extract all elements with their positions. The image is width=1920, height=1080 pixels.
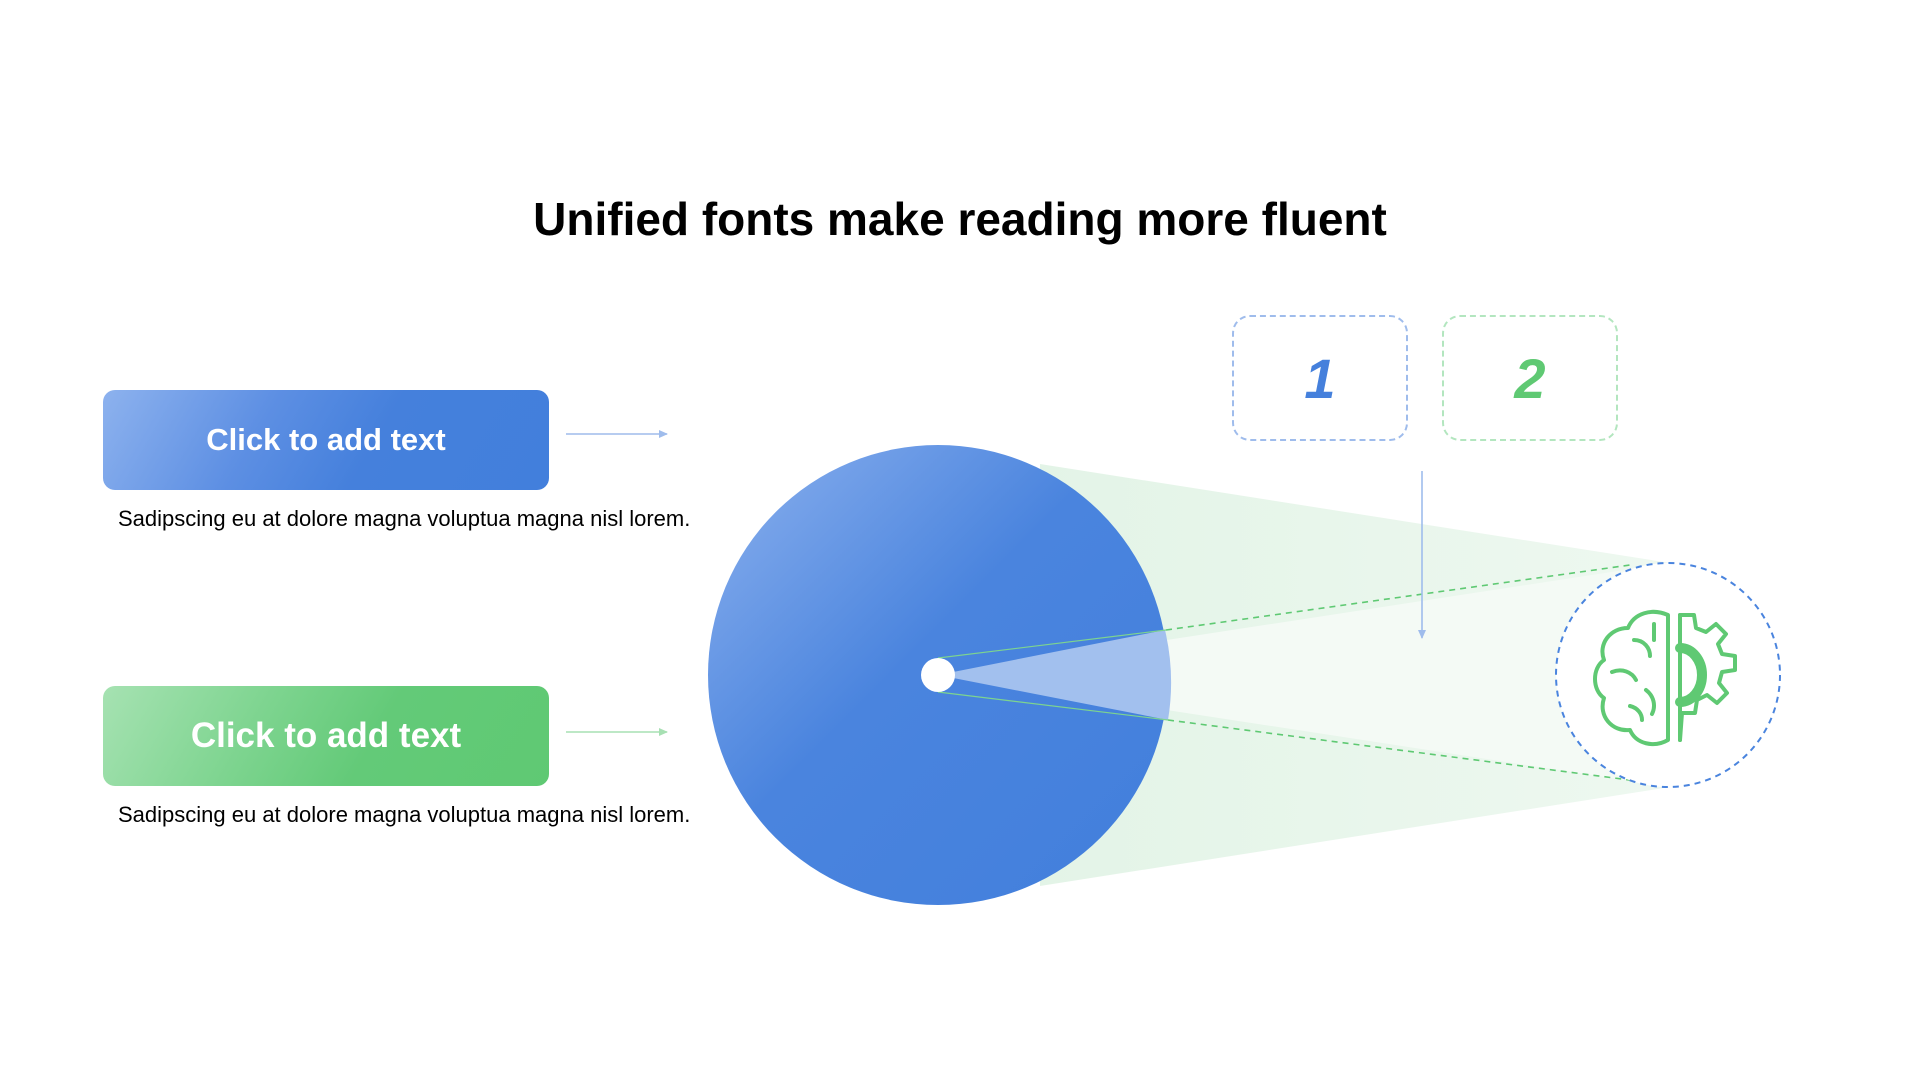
text-box-2[interactable]: Click to add text xyxy=(103,686,549,786)
edge-line-top xyxy=(937,629,1167,659)
dashed-line-top xyxy=(1165,564,1631,631)
inner-beam xyxy=(938,563,1670,787)
text-box-2-label: Click to add text xyxy=(190,716,462,755)
highlight-slice xyxy=(938,630,1172,720)
description-1[interactable]: Sadipscing eu at dolore magna voluptua m… xyxy=(118,506,691,531)
text-box-1[interactable]: Click to add text xyxy=(103,390,549,490)
dashed-line-bottom xyxy=(1167,719,1669,786)
brain-gear-icon xyxy=(1593,609,1737,747)
badge-1[interactable]: 1 xyxy=(1232,315,1408,441)
description-2[interactable]: Sadipscing eu at dolore magna voluptua m… xyxy=(118,802,691,827)
center-dot xyxy=(921,658,955,692)
badge-2[interactable]: 2 xyxy=(1442,315,1618,441)
edge-line-bottom xyxy=(937,691,1169,721)
text-box-1-label: Click to add text xyxy=(206,422,446,457)
slide-title[interactable]: Unified fonts make reading more fluent xyxy=(533,193,1387,245)
